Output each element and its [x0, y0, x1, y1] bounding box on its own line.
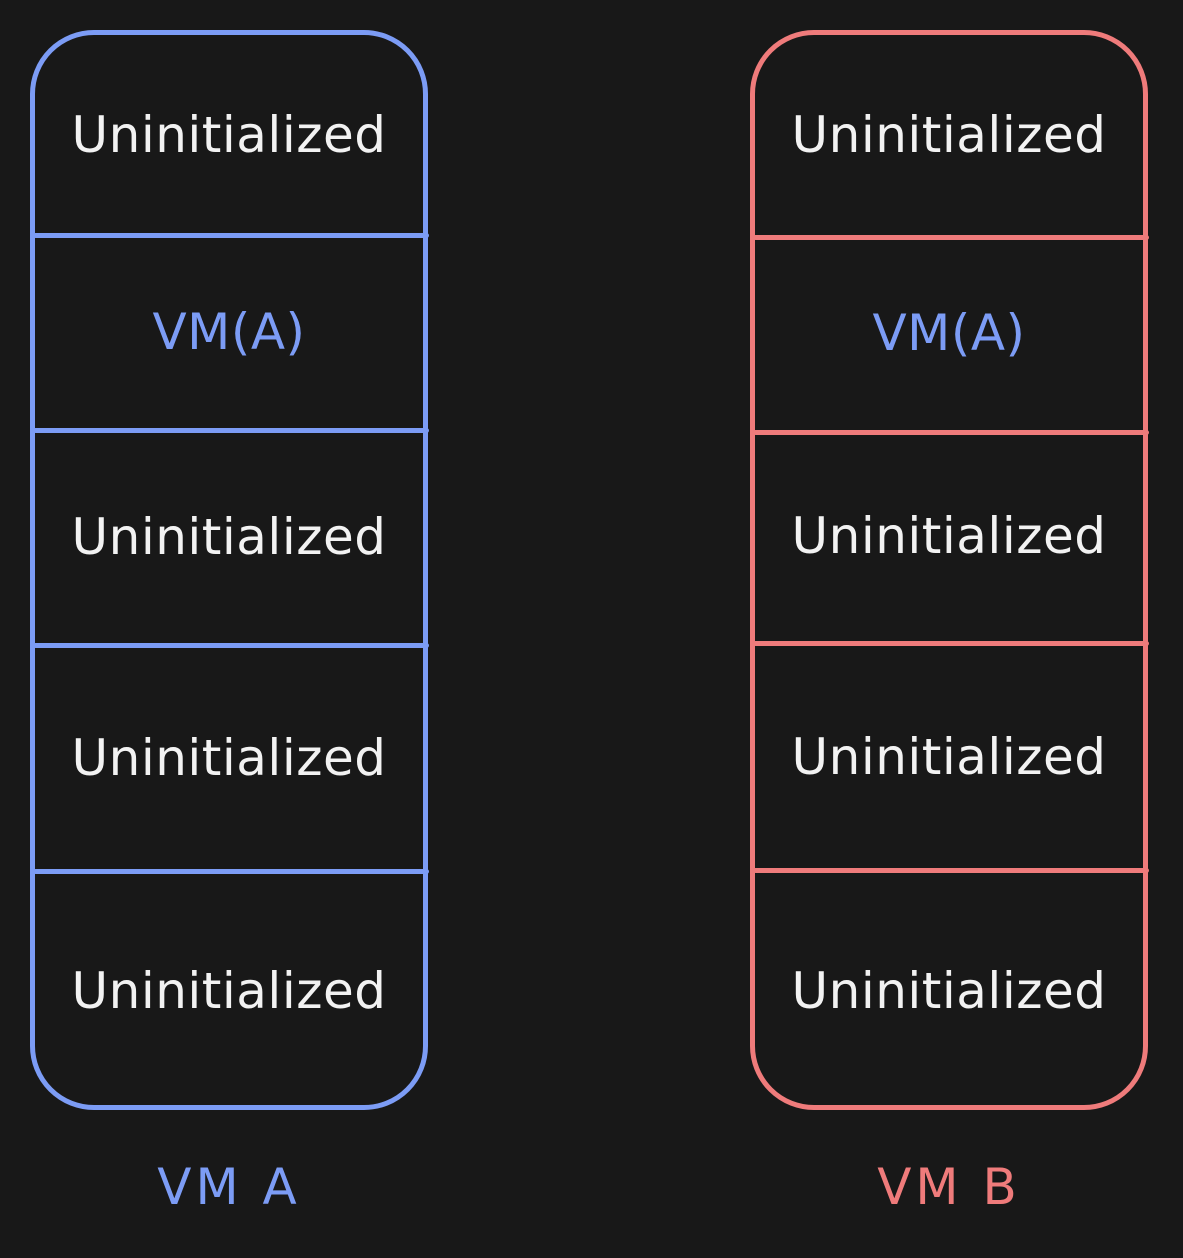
vm-b-caption: VM B — [877, 1158, 1021, 1216]
vm-a-divider-1 — [33, 233, 429, 238]
vm-b-slot-1: Uninitialized — [791, 106, 1107, 164]
vm-a-slot-5: Uninitialized — [71, 962, 387, 1020]
vm-b-slot-4: Uninitialized — [791, 728, 1107, 786]
vm-b-slot-3: Uninitialized — [791, 507, 1107, 565]
vm-a-divider-3 — [33, 643, 429, 648]
vm-a-slot-3: Uninitialized — [71, 507, 387, 566]
vm-b-divider-3 — [753, 641, 1149, 646]
vm-b-divider-2 — [753, 430, 1149, 435]
vm-a-slot-2: VM(A) — [152, 302, 306, 361]
vm-b-slot-5: Uninitialized — [791, 961, 1107, 1020]
vm-b-divider-4 — [753, 868, 1149, 873]
vm-b-divider-1 — [753, 235, 1149, 240]
vm-a-caption: VM A — [157, 1158, 301, 1216]
vm-b-memory-box: Uninitialized VM(A) Uninitialized Uninit… — [750, 30, 1149, 1110]
vm-a-slot-1: Uninitialized — [71, 106, 387, 164]
vm-a-divider-4 — [33, 869, 429, 874]
vm-b-slot-2: VM(A) — [872, 303, 1026, 362]
vm-a-slot-4: Uninitialized — [71, 728, 387, 787]
vm-a-memory-box: Uninitialized VM(A) Uninitialized Uninit… — [30, 30, 429, 1110]
vm-a-divider-2 — [33, 428, 429, 433]
